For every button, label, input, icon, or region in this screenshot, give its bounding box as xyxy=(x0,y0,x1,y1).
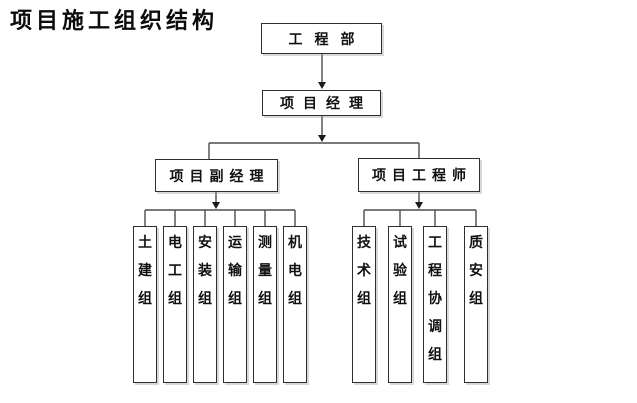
org-box-engineering-dept: 工程部 xyxy=(261,23,382,54)
org-box-transport-group: 运 输 组 xyxy=(223,226,247,383)
org-box-label: 土 建 组 xyxy=(138,236,152,307)
org-box-label: 技 术 组 xyxy=(357,236,371,307)
arrowhead-down-icon xyxy=(212,202,220,209)
page-title: 项目施工组织结构 xyxy=(10,8,219,33)
org-box-label: 项目工程师 xyxy=(372,169,472,184)
org-box-label: 安 装 组 xyxy=(198,236,212,307)
org-box-technical-group: 技 术 组 xyxy=(352,226,376,383)
arrowhead-down-icon xyxy=(318,135,326,142)
org-box-label: 工程部 xyxy=(288,32,367,48)
arrowhead-down-icon xyxy=(415,202,423,209)
org-box-electrician-group: 电 工 组 xyxy=(163,226,187,383)
org-box-label: 测 量 组 xyxy=(258,236,272,307)
org-box-project-engineer: 项目工程师 xyxy=(358,158,480,192)
org-box-installation-group: 安 装 组 xyxy=(193,226,217,383)
org-box-label: 质 安 组 xyxy=(469,236,483,307)
org-box-test-group: 试 验 组 xyxy=(388,226,412,383)
org-box-mechanical-electrical-group: 机 电 组 xyxy=(283,226,307,383)
org-box-quality-safety-group: 质 安 组 xyxy=(464,226,488,383)
org-box-survey-group: 测 量 组 xyxy=(253,226,277,383)
org-box-label: 试 验 组 xyxy=(393,236,407,307)
org-box-project-manager: 项目经理 xyxy=(262,90,381,116)
org-box-label: 运 输 组 xyxy=(228,236,242,307)
org-box-label: 项目经理 xyxy=(280,97,372,112)
org-box-label: 项目副经理 xyxy=(169,169,270,185)
org-box-label: 机 电 组 xyxy=(288,236,302,307)
org-box-label: 电 工 组 xyxy=(168,236,182,307)
org-box-coordination-group: 工 程 协 调 组 xyxy=(423,226,447,383)
org-box-civil-group: 土 建 组 xyxy=(133,226,157,383)
org-box-deputy-manager: 项目副经理 xyxy=(155,159,278,192)
org-box-label: 工 程 协 调 组 xyxy=(428,236,442,363)
arrowhead-down-icon xyxy=(318,82,326,89)
